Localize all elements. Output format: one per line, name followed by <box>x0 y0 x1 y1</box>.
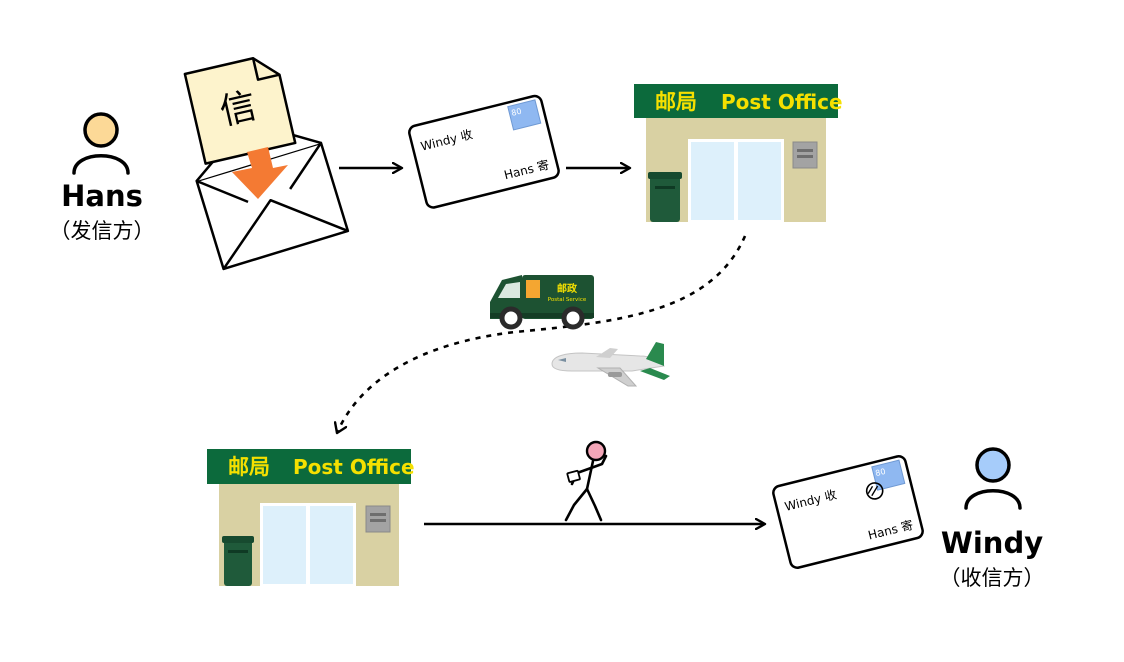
post-office-sign <box>634 84 838 118</box>
post-office-sign-cn-2: 邮局 <box>228 455 270 479</box>
stamp-value: 80 <box>510 107 522 118</box>
postmark-icon <box>865 482 884 500</box>
stamp-icon-2 <box>871 459 906 491</box>
post-office-sender-side: 邮局 Post Office <box>634 84 843 222</box>
stamp-value-2: 80 <box>874 467 886 478</box>
airplane-icon <box>551 342 670 387</box>
transport-route-dashed <box>337 235 747 433</box>
post-office-sign-en: Post Office <box>721 90 843 114</box>
receiver-role: （收信方） <box>940 566 1045 590</box>
sender-role: （发信方） <box>50 219 155 243</box>
sender-person-icon <box>72 112 130 175</box>
postal-van-icon: 邮政 Postal Service <box>490 275 594 330</box>
addressed-envelope-bottom: 80 Windy 收 Hans 寄 <box>772 455 924 569</box>
post-office-sign-cn: 邮局 <box>655 90 697 114</box>
sender-name: Hans <box>61 179 143 213</box>
letter-paper-icon: 信 <box>183 56 297 165</box>
post-office-receiver-side: 邮局 Post Office <box>207 449 415 586</box>
post-office-sign-en-2: Post Office <box>293 455 415 479</box>
mailbox-icon-2 <box>222 536 254 586</box>
receiver-person-icon <box>964 447 1022 510</box>
van-label-en: Postal Service <box>548 297 587 303</box>
addressed-envelope-top: 80 Windy 收 Hans 寄 <box>408 94 560 209</box>
post-office-sign-2 <box>207 449 411 484</box>
van-label-cn: 邮政 <box>557 282 578 295</box>
receiver-name: Windy <box>941 526 1043 560</box>
stamp-icon <box>507 99 542 131</box>
insert-arrow-icon <box>232 147 288 199</box>
courier-walking-icon <box>564 440 608 522</box>
letter-char: 信 <box>216 85 260 133</box>
mailbox-icon <box>648 172 682 222</box>
